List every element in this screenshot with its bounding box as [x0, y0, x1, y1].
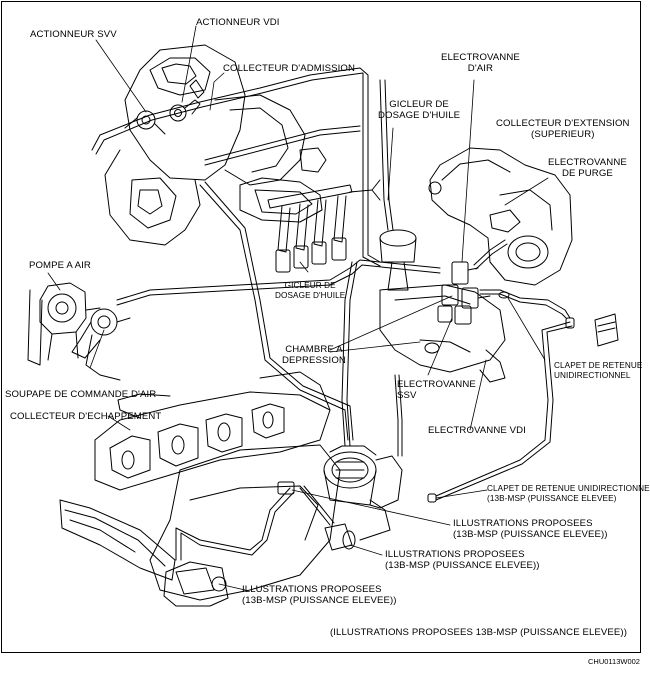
vacuum-hoses — [85, 67, 573, 561]
exhaust-manifold-drawing — [94, 371, 331, 491]
engine-lower-block — [59, 444, 403, 601]
label-electrovanne-air: ELECTROVANNE D'AIR — [441, 52, 520, 74]
label-illus-2: ILLUSTRATIONS PROPOSEES (13B-MSP (PUISSA… — [385, 549, 540, 571]
extension-manifold-drawing — [428, 147, 573, 286]
figure-code: CHU0113W002 — [588, 657, 640, 666]
label-chambre-depression: CHAMBRE A DEPRESSION — [282, 344, 346, 366]
label-electrovanne-ssv: ELECTROVANNE SSV — [397, 379, 476, 401]
label-gicleur-dosage-huile-mid: GICLEUR DE DOSAGE D'HUILE — [275, 281, 346, 300]
label-clapet-retenue-1: CLAPET DE RETENUE UNIDIRECTIONNEL — [554, 361, 643, 380]
leader-lines — [47, 25, 549, 591]
label-illus-3: ILLUSTRATIONS PROPOSEES (13B-MSP (PUISSA… — [242, 584, 397, 606]
label-gicleur-dosage-huile-top: GICLEUR DE DOSAGE D'HUILE — [378, 99, 461, 121]
label-illus-1: ILLUSTRATIONS PROPOSEES (13B-MSP (PUISSA… — [453, 518, 608, 540]
label-collecteur-admission: COLLECTEUR D'ADMISSION — [223, 63, 355, 74]
label-actionneur-vdi: ACTIONNEUR VDI — [196, 17, 280, 28]
label-clapet-retenue-2: CLAPET DE RETENUE UNIDIRECTIONNE (13B-MS… — [487, 484, 650, 503]
intake-manifold-drawing — [104, 44, 327, 246]
air-pump-drawing — [27, 282, 131, 366]
oil-metering-injectors — [267, 179, 381, 273]
label-pompe-air: POMPE A AIR — [29, 260, 91, 271]
label-collecteur-echappement: COLLECTEUR D'ECHAPPEMENT — [10, 411, 162, 422]
label-electrovanne-purge: ELECTROVANNE DE PURGE — [548, 157, 627, 179]
label-actionneur-svv: ACTIONNEUR SVV — [30, 29, 117, 40]
solenoid-valve-block — [437, 261, 506, 383]
label-collecteur-extension: COLLECTEUR D'EXTENSION (SUPERIEUR) — [496, 118, 630, 140]
label-electrovanne-vdi: ELECTROVANNE VDI — [428, 425, 526, 436]
check-valve-right — [498, 291, 619, 347]
bottom-devices — [163, 481, 437, 607]
label-footer-note: (ILLUSTRATIONS PROPOSEES 13B-MSP (PUISSA… — [330, 627, 627, 638]
label-soupape-commande-air: SOUPAPE DE COMMANDE D'AIR — [5, 389, 157, 400]
